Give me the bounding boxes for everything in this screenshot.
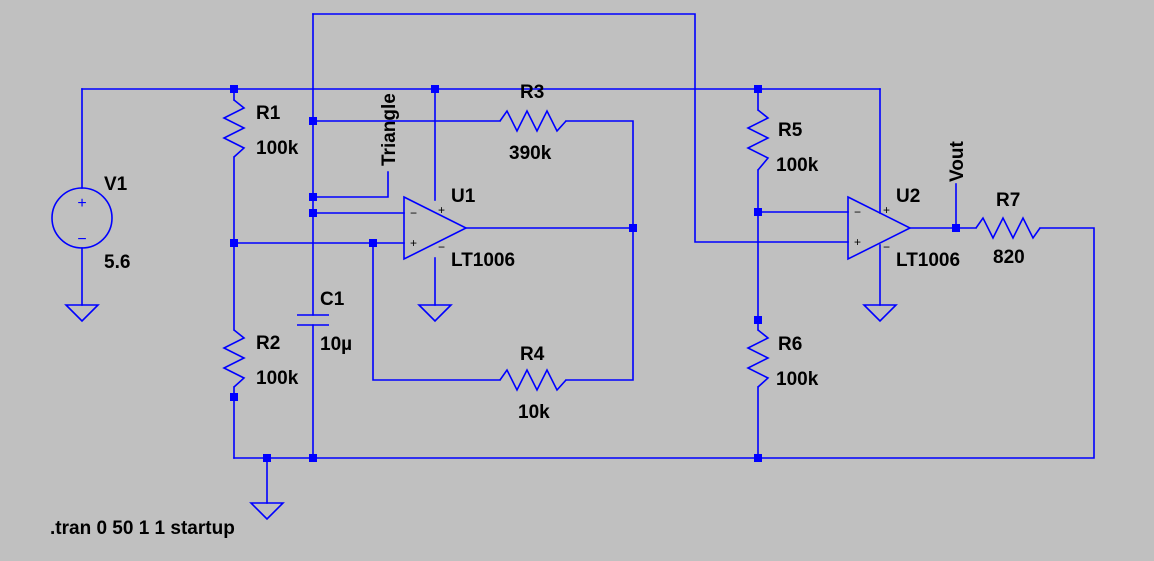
- u2-plus-pin: +: [854, 235, 861, 249]
- r2-symbol[interactable]: [222, 329, 246, 388]
- ground-icon-main: [249, 502, 285, 521]
- junction: [629, 224, 637, 232]
- junction: [431, 85, 439, 93]
- u1-plus-pin: +: [410, 236, 417, 250]
- junction: [309, 454, 317, 462]
- v1-ref-label: V1: [104, 174, 128, 195]
- r7-ref-label: R7: [996, 190, 1020, 211]
- v1-value-label: 5.6: [104, 252, 130, 273]
- ground-icon-u2: [862, 304, 898, 323]
- v1-symbol: [51, 187, 113, 249]
- junction: [309, 209, 317, 217]
- r1-ref-label: R1: [256, 103, 281, 124]
- u2-opamp[interactable]: − + + −: [847, 195, 912, 261]
- junction: [309, 193, 317, 201]
- junction: [754, 454, 762, 462]
- u1-opamp[interactable]: − + + −: [403, 195, 468, 261]
- u1-triangle: [403, 195, 468, 261]
- r5-value-label: 100k: [776, 155, 819, 176]
- spice-directive[interactable]: .tran 0 50 1 1 startup: [50, 518, 235, 539]
- r2-ref-label: R2: [256, 333, 280, 354]
- u2-vcc-pin: +: [883, 203, 890, 217]
- junction: [754, 316, 762, 324]
- junction: [754, 208, 762, 216]
- junction: [309, 117, 317, 125]
- v1-plus-sign: +: [77, 195, 86, 212]
- wire-r3-right: [565, 120, 634, 381]
- u2-vee-pin: −: [883, 240, 890, 254]
- r6-symbol[interactable]: [746, 329, 770, 388]
- r7-value-label: 820: [993, 247, 1025, 268]
- r3-symbol[interactable]: [499, 109, 567, 133]
- r4-ref-label: R4: [520, 344, 545, 365]
- wire-bottom-rail: [233, 227, 1095, 459]
- junction: [230, 393, 238, 401]
- u2-triangle: [847, 195, 912, 261]
- u1-vee-pin: −: [438, 240, 445, 254]
- junction: [369, 239, 377, 247]
- u1-ref-label: U1: [451, 186, 476, 207]
- r6-value-label: 100k: [776, 369, 819, 390]
- u1-minus-pin: −: [410, 206, 417, 220]
- v1-source[interactable]: + −: [51, 187, 113, 249]
- u2-model-label: LT1006: [896, 250, 960, 271]
- r5-symbol[interactable]: [746, 109, 770, 171]
- u2-ref-label: U2: [896, 186, 920, 207]
- u1-vcc-pin: +: [438, 203, 445, 217]
- r4-symbol[interactable]: [499, 368, 567, 392]
- r4-value-label: 10k: [518, 402, 550, 423]
- c1-value-label: 10µ: [320, 334, 352, 355]
- net-label-triangle: Triangle: [379, 93, 400, 166]
- r7-symbol[interactable]: [975, 216, 1041, 240]
- r5-ref-label: R5: [778, 120, 803, 141]
- junction: [952, 224, 960, 232]
- wire-r4-left: [372, 242, 501, 381]
- r1-value-label: 100k: [256, 138, 299, 159]
- c1-symbol[interactable]: [297, 314, 329, 326]
- u1-model-label: LT1006: [451, 250, 515, 271]
- r1-symbol[interactable]: [222, 99, 246, 158]
- v1-minus-sign: −: [77, 231, 86, 248]
- junctions: [230, 85, 960, 462]
- c1-ref-label: C1: [320, 289, 345, 310]
- ground-icon-u1: [417, 304, 453, 323]
- ground-icon-v1: [64, 304, 100, 323]
- r2-value-label: 100k: [256, 368, 299, 389]
- net-label-vout: Vout: [947, 141, 968, 182]
- r3-ref-label: R3: [520, 82, 544, 103]
- junction: [230, 85, 238, 93]
- r6-ref-label: R6: [778, 334, 802, 355]
- r3-value-label: 390k: [509, 143, 552, 164]
- u2-minus-pin: −: [854, 205, 861, 219]
- junction: [230, 239, 238, 247]
- wire-loop-top: [312, 13, 849, 243]
- wire-triangle-stub: [312, 171, 389, 198]
- junction: [263, 454, 271, 462]
- junction: [754, 85, 762, 93]
